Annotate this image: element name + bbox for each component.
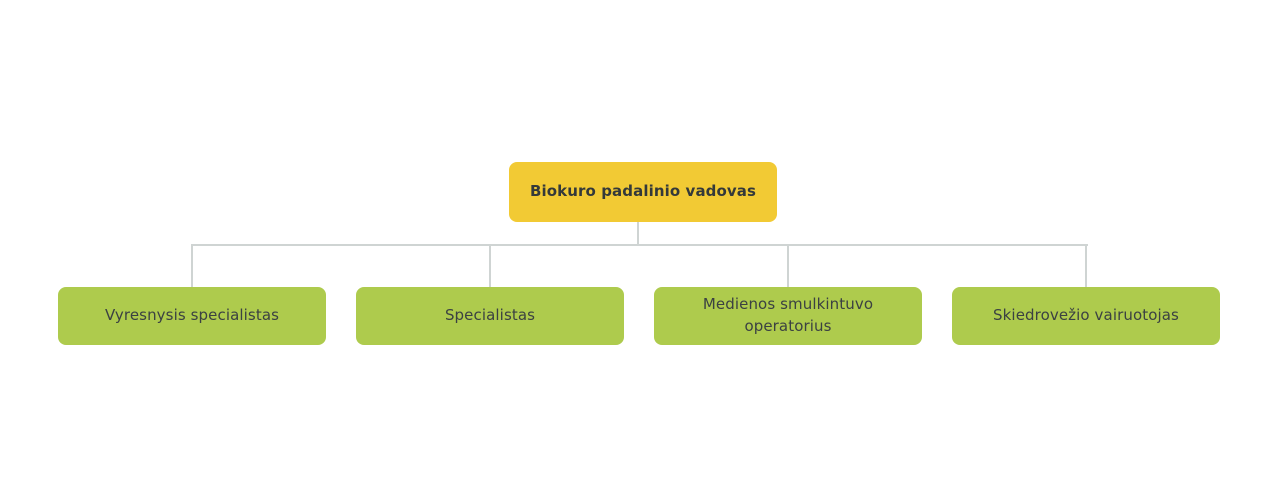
connector-stem — [637, 222, 639, 246]
org-node-child-1-label: Vyresnysis specialistas — [104, 306, 280, 325]
org-node-child-3-label: Medienos smulkintuvo operatorius — [702, 295, 874, 335]
org-node-child-2-label: Specialistas — [444, 306, 536, 325]
org-node-child-3: Medienos smulkintuvo operatorius — [654, 287, 922, 345]
connector-drop-3 — [787, 246, 789, 287]
org-node-child-4: Skiedrovežio vairuotojas — [952, 287, 1220, 345]
org-node-root: Biokuro padalinio vadovas — [509, 162, 777, 222]
connector-drop-4 — [1085, 246, 1087, 287]
connector-drop-1 — [191, 246, 193, 287]
connector-horizontal — [191, 244, 1088, 246]
org-node-child-4-label: Skiedrovežio vairuotojas — [993, 306, 1179, 325]
org-node-child-1: Vyresnysis specialistas — [58, 287, 326, 345]
org-node-child-2: Specialistas — [356, 287, 624, 345]
org-node-root-label: Biokuro padalinio vadovas — [529, 182, 757, 201]
connector-drop-2 — [489, 246, 491, 287]
